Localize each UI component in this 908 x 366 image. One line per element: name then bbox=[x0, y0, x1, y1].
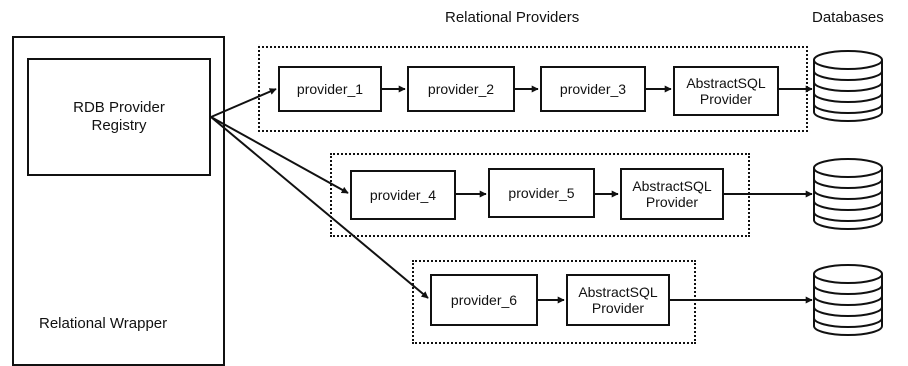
abstract-sql-provider-box: AbstractSQL Provider bbox=[620, 168, 724, 220]
abstract-label-line2: Provider bbox=[645, 194, 699, 210]
relational-wrapper-label: Relational Wrapper bbox=[39, 315, 168, 332]
abstract-label-line1: AbstractSQL bbox=[632, 178, 712, 194]
arrow-icon bbox=[210, 88, 277, 118]
provider-label: provider_3 bbox=[559, 81, 627, 97]
relational-providers-heading: Relational Providers bbox=[445, 9, 580, 26]
provider-group-3 bbox=[412, 260, 696, 344]
rdb-provider-registry: RDB Provider Registry bbox=[27, 58, 211, 176]
database-icon bbox=[813, 158, 883, 230]
databases-heading: Databases bbox=[812, 9, 884, 26]
database-icon bbox=[813, 264, 883, 336]
abstract-label-line1: AbstractSQL bbox=[686, 75, 766, 91]
database-icon bbox=[813, 50, 883, 122]
abstract-sql-provider-box: AbstractSQL Provider bbox=[566, 274, 670, 326]
provider-box: provider_4 bbox=[350, 170, 456, 220]
provider-box: provider_2 bbox=[407, 66, 515, 112]
provider-box: provider_6 bbox=[430, 274, 538, 326]
provider-label: provider_5 bbox=[508, 185, 575, 201]
arrow-icon bbox=[210, 116, 429, 299]
provider-box: provider_1 bbox=[278, 66, 382, 112]
registry-label-line2: Registry bbox=[91, 117, 147, 134]
abstract-label-line2: Provider bbox=[699, 91, 753, 107]
provider-box: provider_5 bbox=[488, 168, 595, 218]
provider-label: provider_1 bbox=[296, 81, 364, 97]
provider-label: provider_6 bbox=[450, 292, 518, 308]
abstract-label-line2: Provider bbox=[591, 300, 645, 316]
abstract-label-line1: AbstractSQL bbox=[578, 284, 658, 300]
provider-label: provider_2 bbox=[427, 81, 495, 97]
provider-box: provider_3 bbox=[540, 66, 646, 112]
registry-label-line1: RDB Provider bbox=[73, 99, 165, 116]
abstract-sql-provider-box: AbstractSQL Provider bbox=[673, 66, 779, 116]
arrow-icon bbox=[210, 116, 349, 194]
connection-arrows bbox=[210, 50, 883, 336]
provider-label: provider_4 bbox=[369, 187, 437, 203]
